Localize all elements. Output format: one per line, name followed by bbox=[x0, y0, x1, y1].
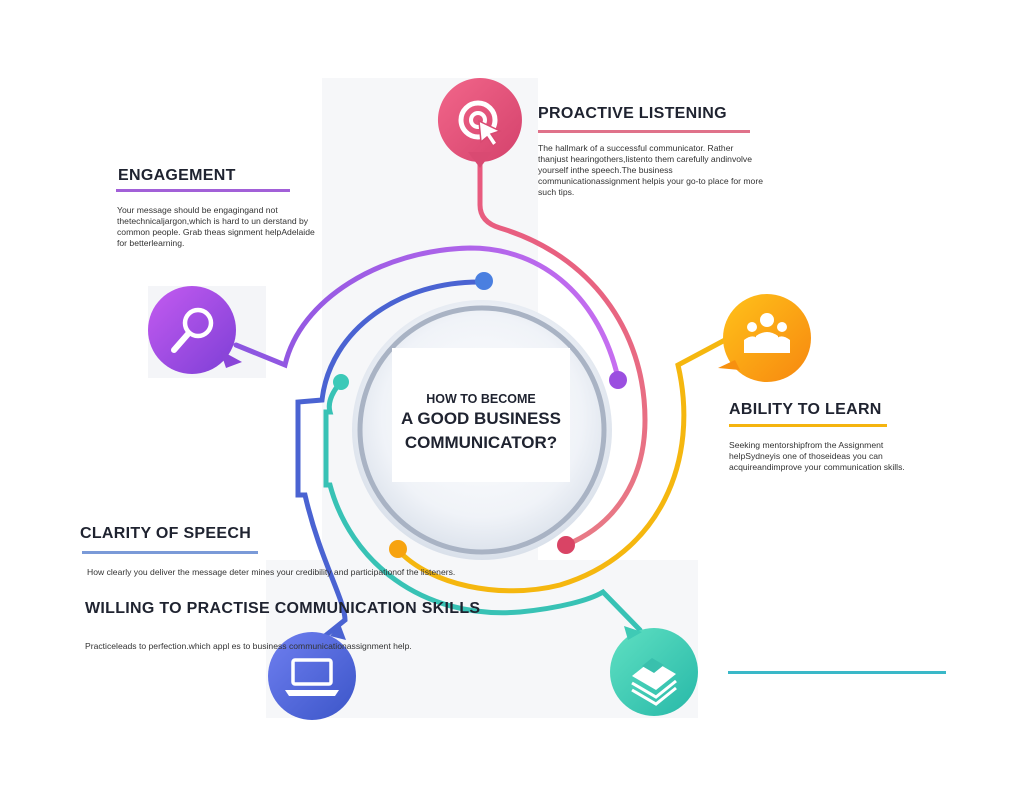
laptop-icon bbox=[285, 658, 339, 696]
orange-arc-dot bbox=[389, 540, 407, 558]
center-title-line3: COMMUNICATOR? bbox=[404, 433, 558, 452]
engagement-title: ENGAGEMENT bbox=[118, 167, 236, 184]
target-click-icon bbox=[458, 100, 503, 148]
pink-arc bbox=[477, 145, 648, 548]
clarity-of-speech-title: CLARITY OF SPEECH bbox=[80, 525, 252, 542]
center-title-line2: A GOOD BUSINESS bbox=[401, 409, 561, 428]
proactive-bubble bbox=[437, 78, 522, 168]
teal-arc-dot bbox=[333, 374, 349, 390]
clarity-of-speech-text: How clearly you deliver the message dete… bbox=[87, 567, 456, 577]
teal-arc bbox=[323, 380, 643, 633]
proactive-listening-rule bbox=[538, 130, 750, 133]
center-title-line1: HOW TO BECOME bbox=[426, 392, 536, 406]
willing-to-practise-title: WILLING TO PRACTISE COMMUNICATION SKILLS bbox=[85, 600, 481, 617]
purple-arc bbox=[233, 245, 621, 381]
ability-bubble bbox=[718, 294, 811, 382]
center-ring bbox=[357, 305, 607, 555]
orange-arc bbox=[395, 337, 728, 594]
blue-arc-dot bbox=[475, 272, 493, 290]
willing-to-practise-text: Practiceleads to perfection.which appl e… bbox=[85, 641, 412, 651]
proactive-listening-title: PROACTIVE LISTENING bbox=[538, 105, 727, 122]
ability-to-learn-rule bbox=[729, 424, 887, 427]
books-icon bbox=[631, 658, 677, 706]
magnifier-icon bbox=[171, 307, 214, 353]
engagement-bubble bbox=[148, 286, 242, 374]
center-title-box bbox=[392, 348, 570, 482]
clarity-of-speech-rule bbox=[82, 551, 258, 554]
proactive-listening-text: The hallmark of a successful communicato… bbox=[538, 143, 763, 197]
engagement-text: Your message should be engagingand not t… bbox=[117, 205, 315, 248]
group-icon bbox=[744, 313, 790, 353]
blue-arc bbox=[295, 279, 487, 643]
ability-to-learn-text: Seeking mentorshipfrom the Assignment he… bbox=[729, 440, 905, 472]
purple-arc-dot bbox=[609, 371, 627, 389]
ability-to-learn-title: ABILITY TO LEARN bbox=[729, 401, 882, 418]
engagement-rule bbox=[116, 189, 290, 192]
decorative-line bbox=[728, 671, 946, 674]
pink-arc-dot bbox=[557, 536, 575, 554]
practise-bubble bbox=[268, 624, 356, 720]
books-bubble bbox=[610, 626, 698, 716]
